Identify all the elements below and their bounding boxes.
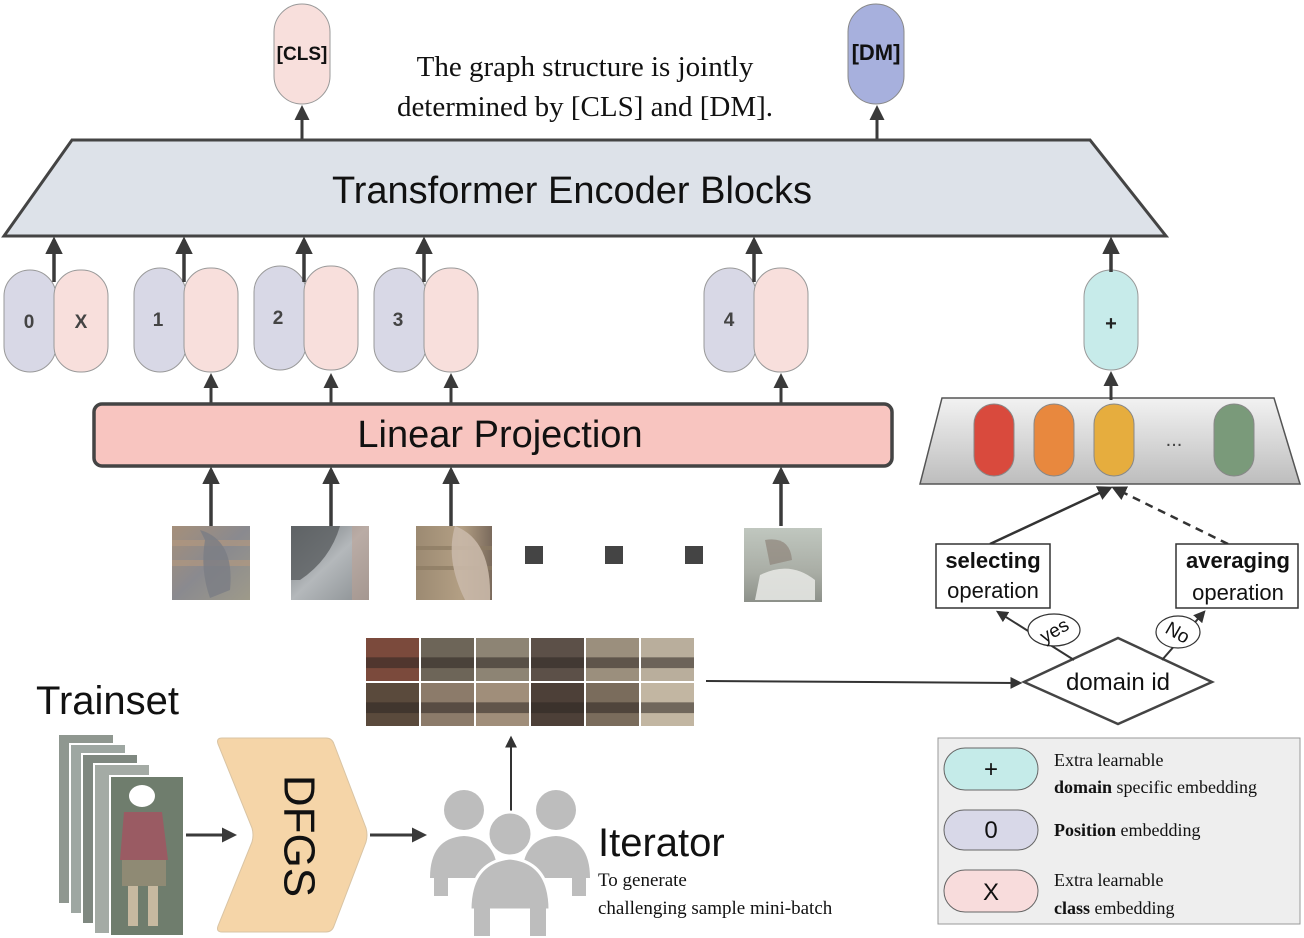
image-patch-4 [744, 528, 822, 602]
position-label-1: 1 [153, 310, 164, 331]
legend: + Extra learnable domain specific embedd… [937, 737, 1301, 925]
image-patch-1 [172, 526, 250, 600]
domain-embedding-3 [1093, 403, 1135, 477]
averaging-bold-label: averaging [1186, 548, 1290, 573]
dm-token: [DM] [847, 3, 905, 105]
position-label-2: 2 [273, 308, 284, 329]
iterator-title: Iterator [598, 821, 725, 865]
legend-position-symbol: 0 [984, 817, 997, 844]
mini-batch-cell-shade [531, 702, 584, 714]
caption-line-1: The graph structure is jointly [417, 51, 754, 83]
legend-item-domain: + Extra learnable domain specific embedd… [943, 747, 1257, 797]
class-token-symbol: X [75, 312, 88, 333]
patch-to-projection-arrows [202, 466, 790, 526]
token-embedding-4: 4 [703, 267, 809, 373]
legend-domain-bold: domain [1054, 777, 1112, 797]
cls-token-label: [CLS] [277, 44, 328, 65]
trainset-label: Trainset [36, 679, 179, 723]
domain-id-label: domain id [1066, 669, 1170, 696]
no-label-cloud: No [1155, 615, 1201, 649]
mini-batch-cell-shade [586, 702, 639, 714]
averaging-rest-label: operation [1192, 580, 1284, 605]
image-patch-2 [291, 526, 369, 600]
mini-batch-cell-shade [366, 657, 419, 669]
selecting-to-bank-arrow [989, 486, 1113, 546]
iterator-people-icon [430, 790, 590, 936]
iterator-line-2: challenging sample mini-batch [598, 898, 833, 919]
position-label-0: 0 [24, 312, 35, 333]
domain-token-symbol: + [1105, 313, 1117, 335]
encoder-label: Transformer Encoder Blocks [332, 170, 812, 212]
legend-position-bold: Position [1054, 820, 1116, 840]
image-patch-3 [416, 526, 492, 600]
domain-id-diamond: domain id [1020, 636, 1216, 726]
position-label-4: 4 [724, 310, 735, 331]
legend-item-class: X Extra learnable class embedding [943, 869, 1174, 918]
projection-label: Linear Projection [357, 414, 642, 456]
mini-batch-cell-shade [586, 657, 639, 669]
selecting-operation-box: selecting operation [935, 543, 1051, 609]
legend-class-rest: embedding [1090, 898, 1174, 918]
legend-domain-rest: specific embedding [1112, 777, 1257, 797]
dfgs-label: DFGS [274, 775, 323, 897]
domain-embedding-n [1213, 403, 1255, 477]
mini-batch-cell-shade [421, 702, 474, 714]
legend-class-symbol: X [983, 879, 999, 906]
trainset-image-stack [57, 733, 185, 937]
domain-embedding-token: + [1083, 269, 1139, 371]
domain-embedding-bank: ... [919, 397, 1302, 485]
mini-batch-cell-shade [421, 657, 474, 669]
yes-label-cloud: yes [1027, 613, 1081, 648]
position-label-3: 3 [393, 310, 404, 331]
caption-line-2: determined by [CLS] and [DM]. [397, 91, 773, 123]
legend-domain-line2: domain specific embedding [1054, 777, 1257, 797]
selecting-bold-label: selecting [945, 548, 1040, 573]
legend-position-rest: embedding [1116, 820, 1200, 840]
transformer-encoder-block: Transformer Encoder Blocks [1, 138, 1170, 238]
token-embedding-3: 3 [373, 267, 479, 373]
token-embedding-1: 1 [133, 267, 239, 373]
mini-batch-grid [366, 638, 694, 726]
legend-domain-symbol: + [984, 756, 998, 783]
mini-batch-cell-shade [476, 702, 529, 714]
domain-embedding-2 [1033, 403, 1075, 477]
domain-bank-ellipsis: ... [1166, 429, 1183, 451]
token-embedding-2: 2 [253, 265, 359, 371]
legend-item-position: 0 Position embedding [943, 809, 1201, 851]
linear-projection-block: Linear Projection [92, 402, 894, 468]
dm-token-label: [DM] [852, 40, 901, 65]
mini-batch-cell-shade [531, 657, 584, 669]
averaging-to-bank-arrow [1111, 486, 1229, 546]
legend-class-line2: class embedding [1054, 898, 1174, 918]
cls-token: [CLS] [273, 3, 331, 105]
legend-class-line1: Extra learnable [1054, 870, 1163, 890]
legend-domain-line1: Extra learnable [1054, 750, 1163, 770]
mini-batch-cell-shade [641, 702, 694, 714]
embedding-to-encoder-arrows [45, 236, 1120, 282]
averaging-operation-box: averaging operation [1175, 543, 1299, 609]
mini-batch-cell-shade [476, 657, 529, 669]
legend-position-line1: Position embedding [1054, 820, 1201, 840]
dfgs-block: DFGS [217, 737, 368, 933]
iterator-line-1: To generate [598, 870, 687, 891]
mini-batch-cell-shade [641, 657, 694, 669]
mini-batch-cell-shade [366, 702, 419, 714]
domain-embedding-1 [973, 403, 1015, 477]
batch-to-domain-id-arrow [705, 676, 1023, 689]
patch-ellipsis [525, 546, 703, 564]
selecting-rest-label: operation [947, 578, 1039, 603]
projection-to-embedding-arrows [203, 373, 789, 404]
token-embedding-0: 0 X [3, 269, 109, 373]
legend-class-bold: class [1054, 898, 1090, 918]
